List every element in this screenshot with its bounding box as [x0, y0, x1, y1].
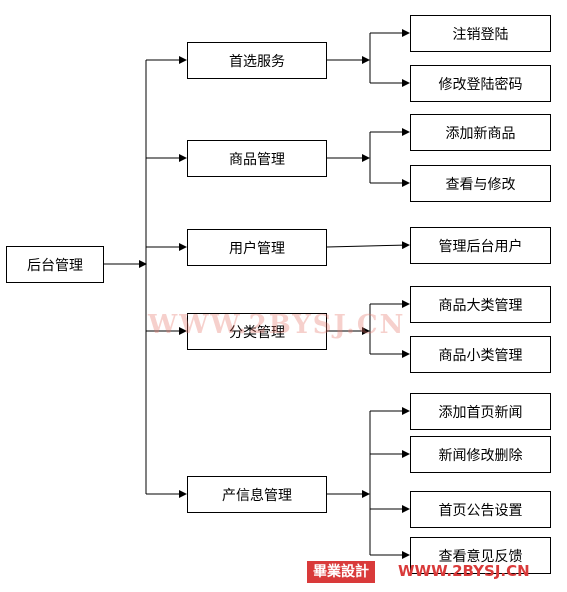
leaf-node-manage-admin-users: 管理后台用户	[410, 227, 551, 264]
watermark-center: WWW.2BYSJ.CN	[148, 310, 406, 340]
leaf-node-add-product: 添加新商品	[410, 114, 551, 151]
module-node-user-management: 用户管理	[187, 229, 327, 266]
leaf-node-logout: 注销登陆	[410, 15, 551, 52]
module-node-info-management: 产信息管理	[187, 476, 327, 513]
leaf-node-change-password: 修改登陆密码	[410, 65, 551, 102]
leaf-node-view-feedback: 查看意见反馈	[410, 537, 551, 574]
leaf-connector	[326, 241, 410, 250]
leaf-node-announcement-settings: 首页公告设置	[410, 491, 551, 528]
leaf-node-edit-delete-news: 新闻修改删除	[410, 436, 551, 473]
module-node-preferred-service: 首选服务	[187, 42, 327, 79]
module-node-category-management: 分类管理	[187, 313, 327, 350]
module-node-product-management: 商品管理	[187, 140, 327, 177]
watermark-url: WWW.2BYSJ.CN	[398, 562, 530, 580]
root-node: 后台管理	[6, 246, 104, 283]
leaf-node-view-edit: 查看与修改	[410, 165, 551, 202]
leaf-node-minor-category: 商品小类管理	[410, 336, 551, 373]
leaf-node-major-category: 商品大类管理	[410, 286, 551, 323]
leaf-node-add-news: 添加首页新闻	[410, 393, 551, 430]
watermark-badge: 畢業設計	[307, 561, 375, 583]
